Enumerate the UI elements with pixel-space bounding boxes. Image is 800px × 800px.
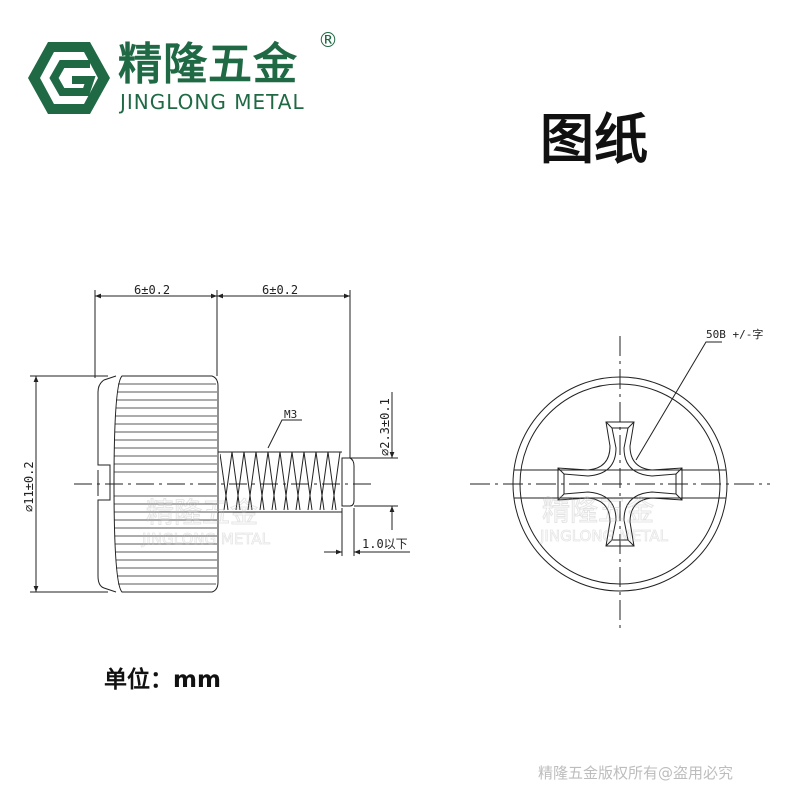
label-head-diameter: ⌀11±0.2 — [22, 461, 36, 512]
cross-recess-icon — [557, 421, 683, 547]
brand-name-cn: 精隆五金 — [118, 39, 298, 90]
page-title: 图纸 — [540, 108, 648, 171]
watermark-cn: 精隆五金 — [146, 496, 258, 529]
brand-name-en: JINGLONG METAL — [120, 90, 305, 114]
side-view — [30, 290, 410, 593]
drive-leader-line — [635, 341, 722, 461]
watermark-en: JINGLONG METAL — [539, 527, 669, 545]
knurl-lines — [114, 383, 217, 585]
outer-circle — [512, 376, 728, 592]
registered-mark: ® — [318, 28, 338, 52]
label-thread-length: 6±0.2 — [262, 283, 298, 297]
label-head-length: 6±0.2 — [134, 283, 170, 297]
thread-shank — [218, 451, 355, 513]
label-thread-spec: M3 — [284, 408, 297, 421]
copyright-notice: 精隆五金版权所有@盗用必究 — [538, 764, 734, 782]
watermark-cn: 精隆五金 — [542, 494, 654, 527]
label-tip-diameter: ⌀2.3±0.1 — [378, 398, 392, 456]
watermark-en: JINGLONG METAL — [141, 530, 271, 548]
logo-hexagon-icon — [28, 42, 110, 114]
brand-logo: 精隆五金 ® JINGLONG METAL — [28, 28, 348, 128]
knurled-head — [113, 375, 219, 593]
thread-leader-line — [267, 419, 302, 449]
head-flange — [97, 375, 117, 593]
label-tip-length: 1.0以下 — [362, 537, 408, 551]
inner-circle — [519, 383, 721, 585]
watermark-left: 精隆五金 JINGLONG METAL — [141, 496, 271, 549]
watermark-right: 精隆五金 JINGLONG METAL — [539, 494, 669, 546]
front-view — [470, 336, 770, 632]
label-drive-note: 50B +/-字 — [706, 327, 763, 341]
unit-label: 单位：mm — [104, 667, 221, 693]
